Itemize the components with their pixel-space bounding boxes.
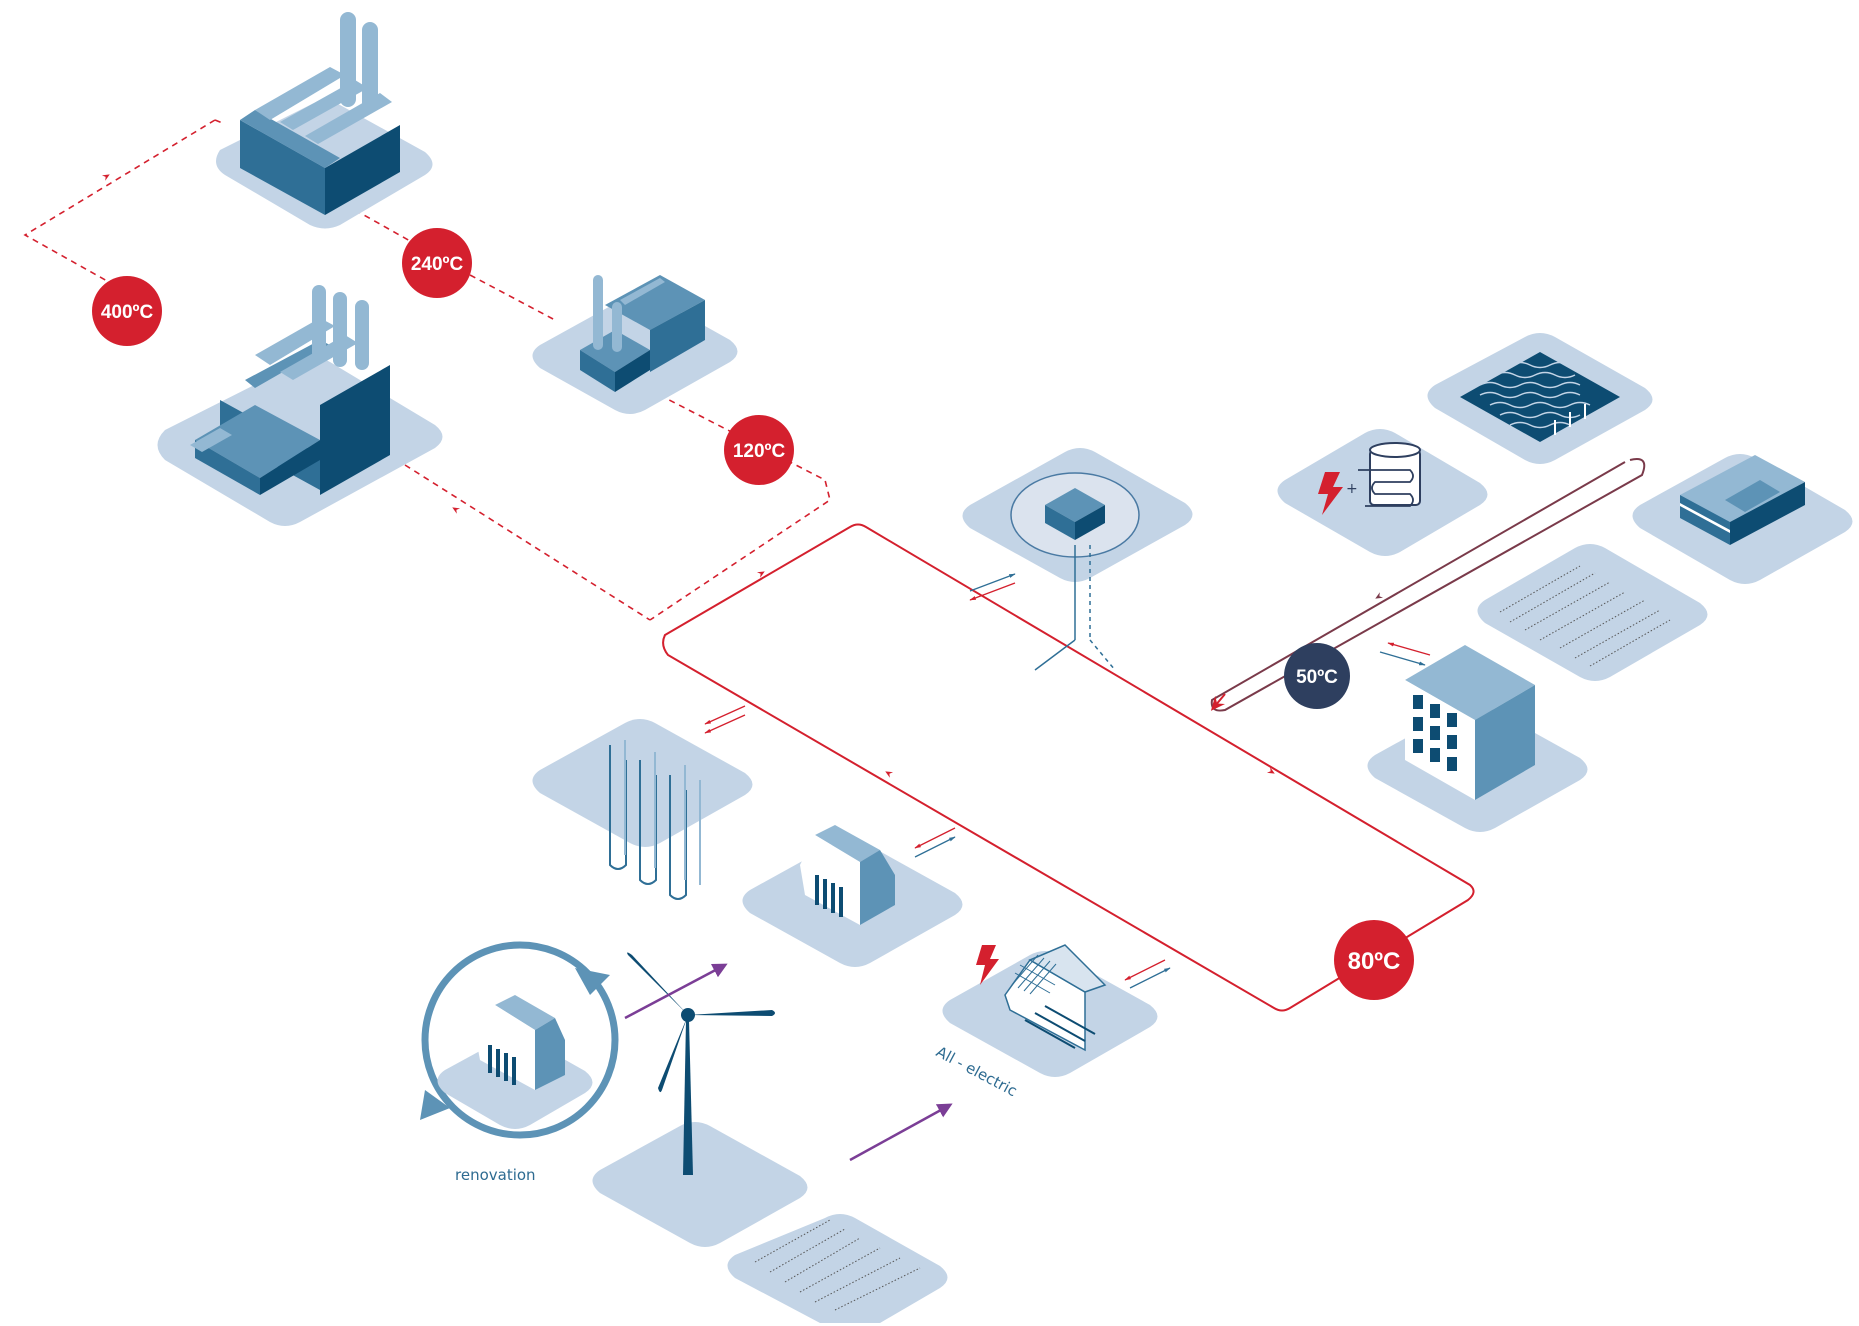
solar-field-right <box>1477 544 1708 681</box>
main-heat-network-loop <box>662 523 1475 1012</box>
storage-tank-icon <box>1358 442 1421 507</box>
apartment-building <box>1367 642 1588 832</box>
temperature-badge-400: 400ºC <box>92 276 162 346</box>
residential-house <box>742 825 963 967</box>
industry-plant-top <box>216 12 433 229</box>
cycle-arrow-icon <box>575 968 610 995</box>
temperature-badge-240: 240ºC <box>402 228 472 298</box>
temperature-badge-120: 120ºC <box>724 415 794 485</box>
temperature-120-label: 120ºC <box>733 441 786 462</box>
temperature-badge-50: 50ºC <box>1284 643 1350 709</box>
thermal-pond <box>1427 333 1653 464</box>
renovation-label: renovation <box>455 1166 536 1184</box>
electricity-bolt-icon <box>1318 472 1343 515</box>
svg-text:+: + <box>1346 481 1358 497</box>
industry-plant-large <box>157 285 443 526</box>
flow-arrow-icon <box>101 174 110 181</box>
geothermal-boreholes <box>532 705 753 900</box>
temperature-400-label: 400ºC <box>101 302 154 323</box>
commercial-building <box>1632 454 1853 584</box>
temperature-240-label: 240ºC <box>411 254 464 275</box>
heat-storage-hub <box>962 448 1193 671</box>
flow-arrow-icon <box>885 771 894 778</box>
renovation-cycle: renovation <box>420 941 619 1184</box>
power-to-heat-storage: + <box>1277 429 1488 556</box>
electricity-bolt-icon <box>976 945 999 985</box>
wind-turbine <box>592 952 953 1247</box>
cycle-arrow-icon <box>420 1090 450 1120</box>
temperature-80-label: 80ºC <box>1348 948 1401 975</box>
industry-plant-small <box>532 275 738 414</box>
flow-arrow-icon <box>1375 592 1384 599</box>
temperature-badge-80: 80ºC <box>1334 920 1414 1000</box>
all-electric-house: All - electric <box>933 944 1171 1100</box>
solar-field-bottom <box>727 1214 948 1323</box>
temperature-50-label: 50ºC <box>1296 667 1338 688</box>
flow-arrow-icon <box>452 507 461 514</box>
low-temperature-loop <box>1210 458 1646 712</box>
